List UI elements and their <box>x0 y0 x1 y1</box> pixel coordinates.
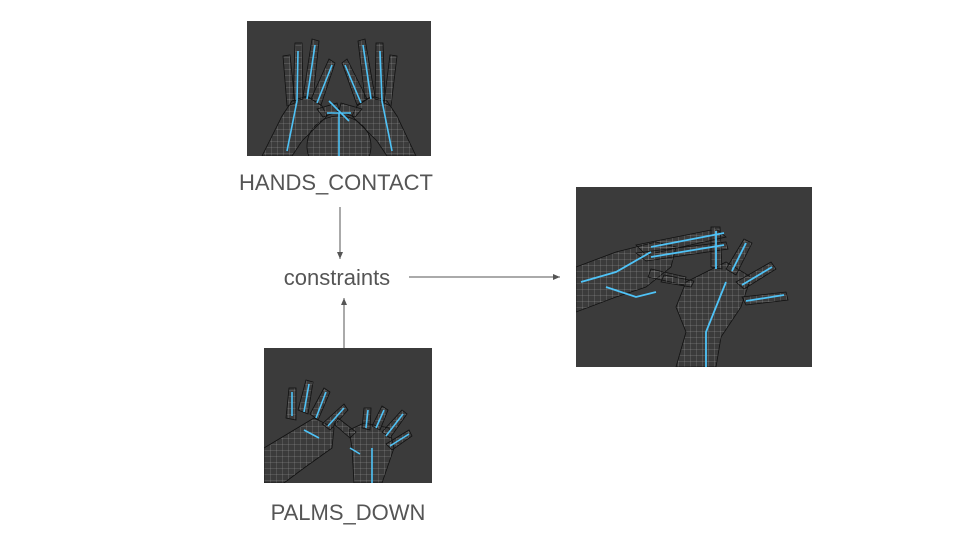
result-hands-icon <box>576 226 789 367</box>
palms-down-icon <box>264 379 413 483</box>
palms-down-label: PALMS_DOWN <box>270 500 426 525</box>
result-render <box>576 187 812 367</box>
hands-contact-icon <box>261 38 417 156</box>
hands-contact-render <box>247 21 431 156</box>
constraints-label: constraints <box>283 265 391 290</box>
hands-contact-label: HANDS_CONTACT <box>239 170 433 195</box>
palms-down-render <box>264 348 432 483</box>
